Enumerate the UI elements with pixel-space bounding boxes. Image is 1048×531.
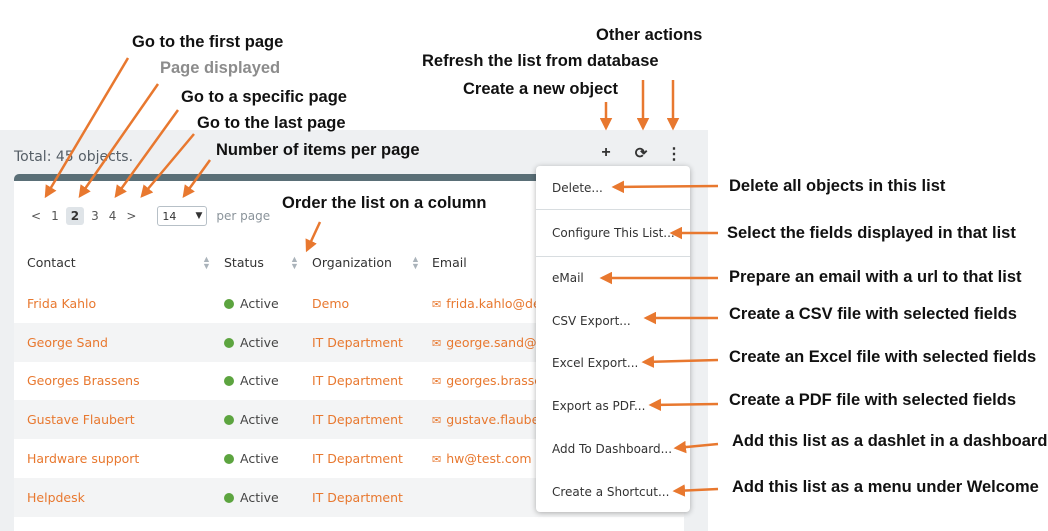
email-link[interactable]: ✉ frida.kahlo@de <box>432 296 536 311</box>
annotation-shortcut: Add this list as a menu under Welcome <box>732 478 1039 496</box>
annotation-dashboard: Add this list as a dashlet in a dashboar… <box>732 432 1048 450</box>
organization-link[interactable]: IT Department <box>312 412 403 428</box>
envelope-icon: ✉ <box>432 452 442 466</box>
menu-divider <box>536 256 690 257</box>
organization-link[interactable]: Demo <box>312 296 350 311</box>
next-page-button[interactable]: > <box>126 209 137 223</box>
annotation-pdf: Create a PDF file with selected fields <box>729 391 1017 409</box>
status-cell: Active <box>224 451 279 466</box>
status-text: Active <box>240 450 279 466</box>
contact-link[interactable]: George Sand <box>27 334 108 350</box>
create-button[interactable]: + <box>601 144 611 161</box>
contact-link[interactable]: Helpdesk <box>27 489 85 505</box>
status-cell: Active <box>224 412 279 427</box>
more-actions-button[interactable]: ⋮ <box>666 146 682 163</box>
status-cell: Active <box>224 296 279 311</box>
column-email[interactable]: Email <box>432 255 467 270</box>
annotation-other-actions: Other actions <box>596 26 703 44</box>
pagination: < 1 2 3 4 > 14 ▼ per page <box>26 205 275 227</box>
status-dot-icon <box>224 453 234 464</box>
annotation-order: Order the list on a column <box>282 194 487 212</box>
status-text: Active <box>240 373 279 389</box>
total-count: Total: 45 objects. <box>14 149 134 165</box>
status-text: Active <box>240 296 279 311</box>
per-page-value: 14 <box>162 209 177 223</box>
organization-link[interactable]: IT Department <box>312 450 403 466</box>
chevron-down-icon: ▼ <box>195 211 203 221</box>
status-cell: Active <box>224 373 279 388</box>
envelope-icon: ✉ <box>432 336 442 350</box>
current-page[interactable]: 2 <box>65 207 85 225</box>
email-text: georges.brasse <box>446 373 536 389</box>
annotation-items-per-page: Number of items per page <box>216 141 420 159</box>
page-3-button[interactable]: 3 <box>91 209 99 223</box>
status-dot-icon <box>224 415 234 426</box>
email-text: gustave.flaube <box>446 412 536 428</box>
status-dot-icon <box>224 492 234 503</box>
contact-link[interactable]: Georges Brassens <box>27 373 140 389</box>
annotation-refresh: Refresh the list from database <box>422 52 659 70</box>
menu-divider <box>536 209 690 210</box>
table-row[interactable]: Hardware support Active IT Department ✉ hw@t… <box>14 439 684 478</box>
annotation-first-page: Go to the first page <box>132 33 284 51</box>
status-text: Active <box>240 489 279 505</box>
menu-item-create-shortcut[interactable]: Create a Shortcut... <box>552 485 670 499</box>
annotation-csv: Create a CSV file with selected fields <box>729 305 1017 323</box>
other-actions-menu: Delete... Configure This List... eMail C… <box>536 166 690 512</box>
envelope-icon: ✉ <box>432 375 442 389</box>
status-text: Active <box>240 412 279 428</box>
annotation-excel: Create an Excel file with selected field… <box>729 348 1037 366</box>
organization-link[interactable]: IT Department <box>312 373 403 389</box>
menu-item-delete[interactable]: Delete... <box>552 181 603 195</box>
email-text: george.sand@i <box>446 334 536 350</box>
status-dot-icon <box>224 299 234 309</box>
menu-item-excel-export[interactable]: Excel Export... <box>552 356 639 370</box>
organization-link[interactable]: IT Department <box>312 489 403 505</box>
per-page-label: per page <box>216 209 271 223</box>
page-4-button[interactable]: 4 <box>108 209 117 223</box>
email-link[interactable]: ✉ gustave.flaube <box>432 412 536 427</box>
status-dot-icon <box>224 376 234 387</box>
table-row[interactable]: Frida Kahlo Active Demo ✉ frida.kahlo@de <box>14 284 684 323</box>
email-text: frida.kahlo@de <box>446 296 536 311</box>
annotation-page-displayed: Page displayed <box>160 59 281 77</box>
refresh-button[interactable]: ⟳ <box>634 145 648 162</box>
table-row[interactable]: Georges Brassens Active IT Department ✉ geor… <box>14 361 684 400</box>
sort-icon[interactable]: ▲▼ <box>202 254 211 271</box>
annotation-last-page: Go to the last page <box>197 114 346 132</box>
status-text: Active <box>240 334 279 350</box>
organization-link[interactable]: IT Department <box>312 334 403 350</box>
menu-item-configure[interactable]: Configure This List... <box>552 226 675 240</box>
contact-link[interactable]: Gustave Flaubert <box>27 412 135 428</box>
contact-link[interactable]: Hardware support <box>27 450 140 466</box>
sort-icon[interactable]: ▲▼ <box>290 254 299 271</box>
annotation-create: Create a new object <box>463 80 618 98</box>
prev-page-button[interactable]: < <box>31 209 42 223</box>
annotation-specific-page: Go to a specific page <box>181 88 347 106</box>
sort-icon[interactable]: ▲▼ <box>411 254 420 271</box>
email-link[interactable]: ✉ hw@test.com <box>432 451 536 466</box>
column-status[interactable]: Status <box>224 255 264 270</box>
menu-item-email[interactable]: eMail <box>552 271 584 285</box>
column-contact[interactable]: Contact <box>27 255 76 270</box>
per-page-select[interactable]: 14 ▼ <box>157 206 208 226</box>
page-1-button[interactable]: 1 <box>51 209 59 223</box>
menu-item-pdf-export[interactable]: Export as PDF... <box>552 399 646 413</box>
column-organization[interactable]: Organization <box>312 255 392 270</box>
annotation-email: Prepare an email with a url to that list <box>729 268 1022 286</box>
status-dot-icon <box>224 337 234 348</box>
annotation-configure: Select the fields displayed in that list <box>727 224 1016 242</box>
status-cell: Active <box>224 335 279 350</box>
envelope-icon: ✉ <box>432 298 442 311</box>
menu-item-csv-export[interactable]: CSV Export... <box>552 314 631 328</box>
email-text: hw@test.com <box>446 450 532 466</box>
envelope-icon: ✉ <box>432 414 442 428</box>
email-link[interactable]: ✉ georges.brasse <box>432 373 536 388</box>
status-cell: Active <box>224 490 279 505</box>
contact-link[interactable]: Frida Kahlo <box>27 296 97 311</box>
email-link[interactable]: ✉ george.sand@i <box>432 335 536 350</box>
menu-item-add-to-dashboard[interactable]: Add To Dashboard... <box>552 442 673 456</box>
annotation-delete: Delete all objects in this list <box>729 177 946 195</box>
